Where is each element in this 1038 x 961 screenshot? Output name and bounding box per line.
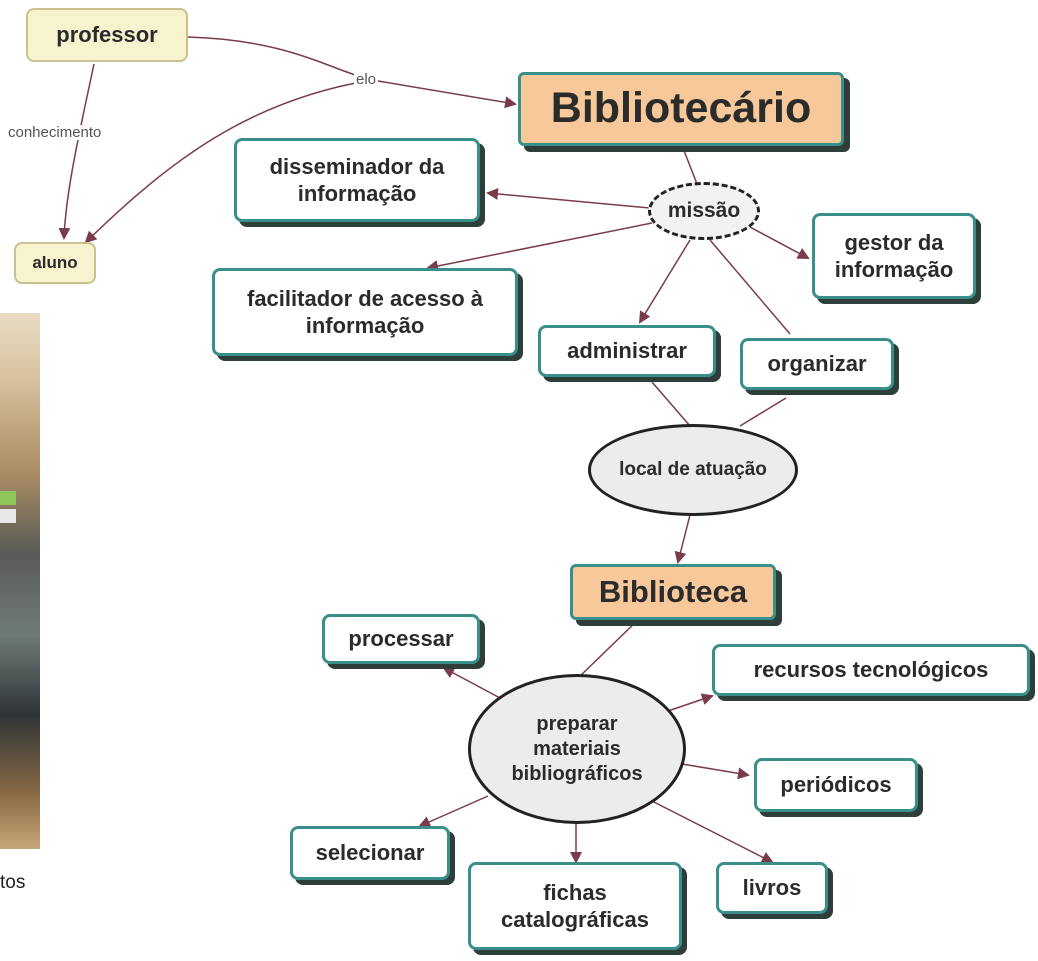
cropped-photo xyxy=(0,313,40,849)
link-missao-disseminador xyxy=(486,187,651,209)
link-preparar-livros xyxy=(649,799,774,863)
node-gestor-da-informacao: gestor da informação xyxy=(812,213,976,299)
caption-fragment: tos xyxy=(0,872,26,893)
node-recursos-tecnologicos: recursos tecnológicos xyxy=(712,644,1030,696)
link-missao-organizar xyxy=(709,239,791,335)
node-preparar-materiais: preparar materiais bibliográficos xyxy=(468,674,686,824)
node-administrar: administrar xyxy=(538,325,716,377)
link-biblioteca-preparar xyxy=(577,617,641,679)
link-bibliotecario-missao xyxy=(682,147,698,185)
link-preparar-periodicos xyxy=(681,763,750,780)
node-biblioteca: Biblioteca xyxy=(570,564,776,620)
link-missao-facilitador xyxy=(426,222,653,272)
node-selecionar: selecionar xyxy=(290,826,450,880)
link-label-conhecimento: conhecimento xyxy=(6,124,104,141)
node-periodicos: periódicos xyxy=(754,758,918,812)
link-local-biblioteca xyxy=(674,514,691,564)
node-local-de-atuacao: local de atuação xyxy=(588,424,798,516)
node-facilitador-de-acesso: facilitador de acesso à informação xyxy=(212,268,518,356)
node-disseminador-da-informacao: disseminador da informação xyxy=(234,138,480,222)
node-livros: livros xyxy=(716,862,828,914)
link-preparar-processar xyxy=(442,667,501,699)
link-missao-gestor xyxy=(747,225,810,259)
node-bibliotecario: Bibliotecário xyxy=(518,72,844,146)
node-aluno: aluno xyxy=(14,242,96,284)
link-organizar-local xyxy=(739,397,787,427)
node-processar: processar xyxy=(322,614,480,664)
node-professor: professor xyxy=(26,8,188,62)
link-preparar-recursos xyxy=(667,693,714,712)
link-administrar-local xyxy=(651,381,691,427)
link-professor-bibliotecario xyxy=(187,36,517,109)
link-preparar-selecionar xyxy=(418,795,489,828)
node-organizar: organizar xyxy=(740,338,894,390)
node-fichas-catalograficas: fichas catalográficas xyxy=(468,862,682,950)
link-missao-administrar xyxy=(638,239,691,324)
link-professor-aluno xyxy=(58,63,95,240)
node-missao: missão xyxy=(648,182,760,240)
link-elo-aluno xyxy=(84,79,373,244)
link-label-elo: elo xyxy=(354,71,379,88)
